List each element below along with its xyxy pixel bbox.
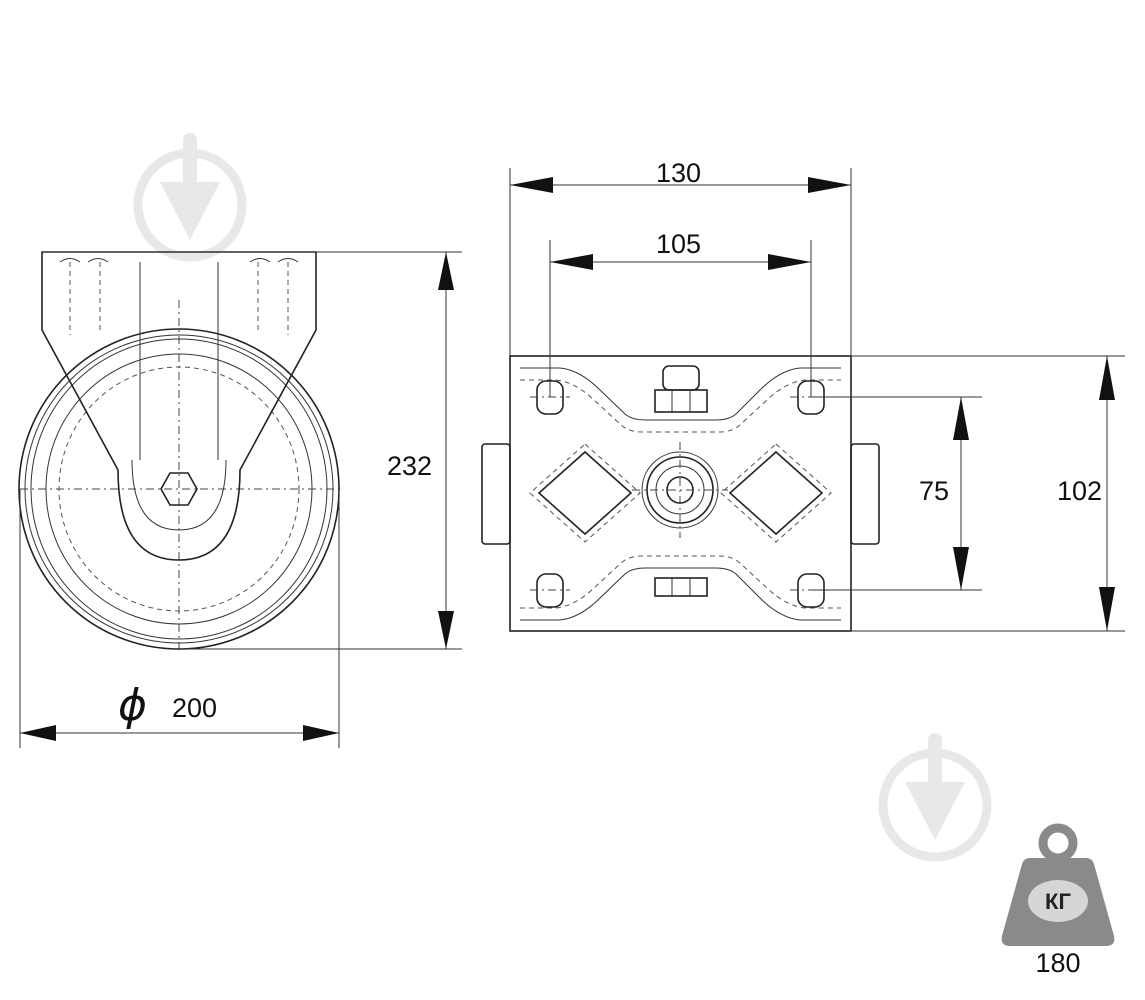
- diameter-symbol: ϕ: [118, 680, 147, 731]
- diameter-label: 200: [172, 693, 217, 723]
- dimension-plate-width: 102: [851, 355, 1125, 632]
- weight-icon: КГ: [1001, 823, 1115, 946]
- dimension-height: 232: [179, 251, 462, 650]
- dimension-hole-spacing-width: 75: [811, 396, 982, 591]
- fork-bracket: [41, 251, 317, 561]
- dimension-plate-length: 130: [509, 158, 852, 356]
- dimension-hole-spacing-length: 105: [549, 229, 812, 397]
- side-view: [18, 251, 342, 650]
- height-label: 232: [387, 451, 432, 481]
- download-arrow-icon: [878, 733, 992, 862]
- plate-length-label: 130: [656, 158, 701, 188]
- plate-width-label: 102: [1057, 476, 1102, 506]
- load-unit: КГ: [1045, 889, 1071, 914]
- dimension-diameter: ϕ 200: [19, 489, 340, 748]
- hole-spacing-length-label: 105: [656, 229, 701, 259]
- hole-spacing-width-label: 75: [919, 476, 949, 506]
- mounting-plate: [509, 355, 852, 632]
- download-arrow-icon: [133, 133, 247, 262]
- load-value: 180: [1035, 948, 1080, 978]
- axle-nut: [160, 472, 198, 506]
